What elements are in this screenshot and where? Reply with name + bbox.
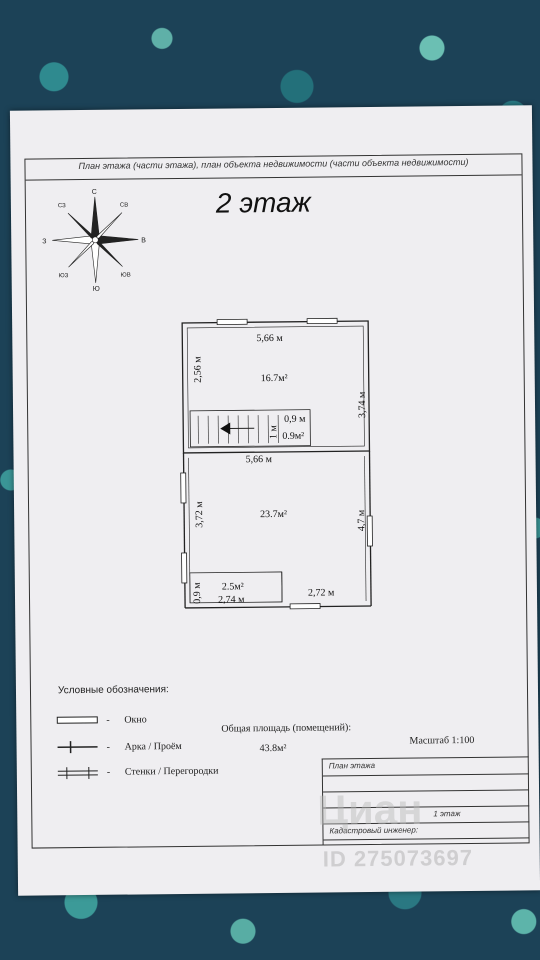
legend-dash: - bbox=[106, 741, 110, 753]
compass-nw: СЗ bbox=[58, 203, 66, 209]
wall-symbol-icon bbox=[57, 766, 98, 780]
compass-s: Ю bbox=[93, 286, 100, 293]
legend-walls-label: Стенки / Перегородки bbox=[124, 765, 219, 778]
compass-n: С bbox=[92, 189, 97, 196]
legend-title: Условные обозначения: bbox=[57, 684, 169, 697]
watermark-id: ID 275073697 bbox=[322, 844, 474, 872]
legend-window: - Окно bbox=[56, 711, 147, 728]
compass-se: ЮВ bbox=[121, 272, 131, 278]
legend-arch: - Арка / Проём bbox=[56, 738, 182, 755]
dim-stair-width: 0,9 м bbox=[284, 414, 306, 425]
title-block-floor: 1 этаж bbox=[433, 809, 461, 819]
dim-stair-height: 1 м bbox=[268, 424, 279, 439]
area-main-room: 23.7м² bbox=[260, 509, 287, 520]
dim-bottom-right: 2,72 м bbox=[308, 587, 335, 598]
compass-w: З bbox=[42, 238, 46, 245]
stair-arrow-icon bbox=[220, 422, 231, 435]
area-top-room: 16.7м² bbox=[261, 373, 288, 384]
compass-e: В bbox=[141, 237, 146, 244]
legend-dash: - bbox=[106, 714, 110, 726]
legend-window-label: Окно bbox=[124, 713, 147, 726]
dim-top-right: 3,74 м bbox=[357, 391, 368, 418]
scale-label: Масштаб 1:100 bbox=[409, 734, 475, 747]
dim-small-height: 0,9 м bbox=[192, 582, 203, 604]
window-symbol-icon bbox=[56, 716, 98, 724]
dim-small-width: 2,74 м bbox=[218, 594, 245, 605]
floor-plan-drawing: 5,66 м 2,56 м 16.7м² 3,74 м 0,9 м 1 м 0.… bbox=[180, 317, 373, 610]
dim-main-right: 4,7 м bbox=[356, 509, 367, 531]
watermark-logo: Циан bbox=[316, 785, 423, 834]
area-small-room: 2.5м² bbox=[222, 581, 244, 592]
compass-rose-icon: С СВ В ЮВ Ю ЮЗ З СЗ bbox=[42, 189, 146, 293]
total-area-value: 43.8м² bbox=[259, 742, 287, 755]
dim-top-width: 5,66 м bbox=[256, 333, 283, 344]
dim-main-left: 3,72 м bbox=[194, 501, 205, 528]
compass-sw: ЮЗ bbox=[59, 273, 69, 279]
arch-symbol-icon bbox=[57, 741, 98, 754]
total-area-label: Общая площадь (помещений): bbox=[221, 722, 352, 735]
legend-arch-label: Арка / Проём bbox=[124, 740, 182, 753]
title-block-plan: План этажа bbox=[328, 760, 376, 771]
legend-walls: - Стенки / Перегородки bbox=[57, 763, 219, 781]
drawing-frame: План этажа (части этажа), план объекта н… bbox=[24, 153, 530, 872]
dim-main-width: 5,66 м bbox=[246, 454, 273, 465]
wall-top-room bbox=[181, 320, 371, 454]
dim-top-left: 2,56 м bbox=[192, 356, 203, 383]
area-stair: 0.9м² bbox=[282, 431, 304, 442]
compass-ne: СВ bbox=[120, 203, 128, 209]
legend-dash: - bbox=[106, 766, 111, 778]
floor-plan-sheet: План этажа (части этажа), план объекта н… bbox=[9, 105, 540, 896]
